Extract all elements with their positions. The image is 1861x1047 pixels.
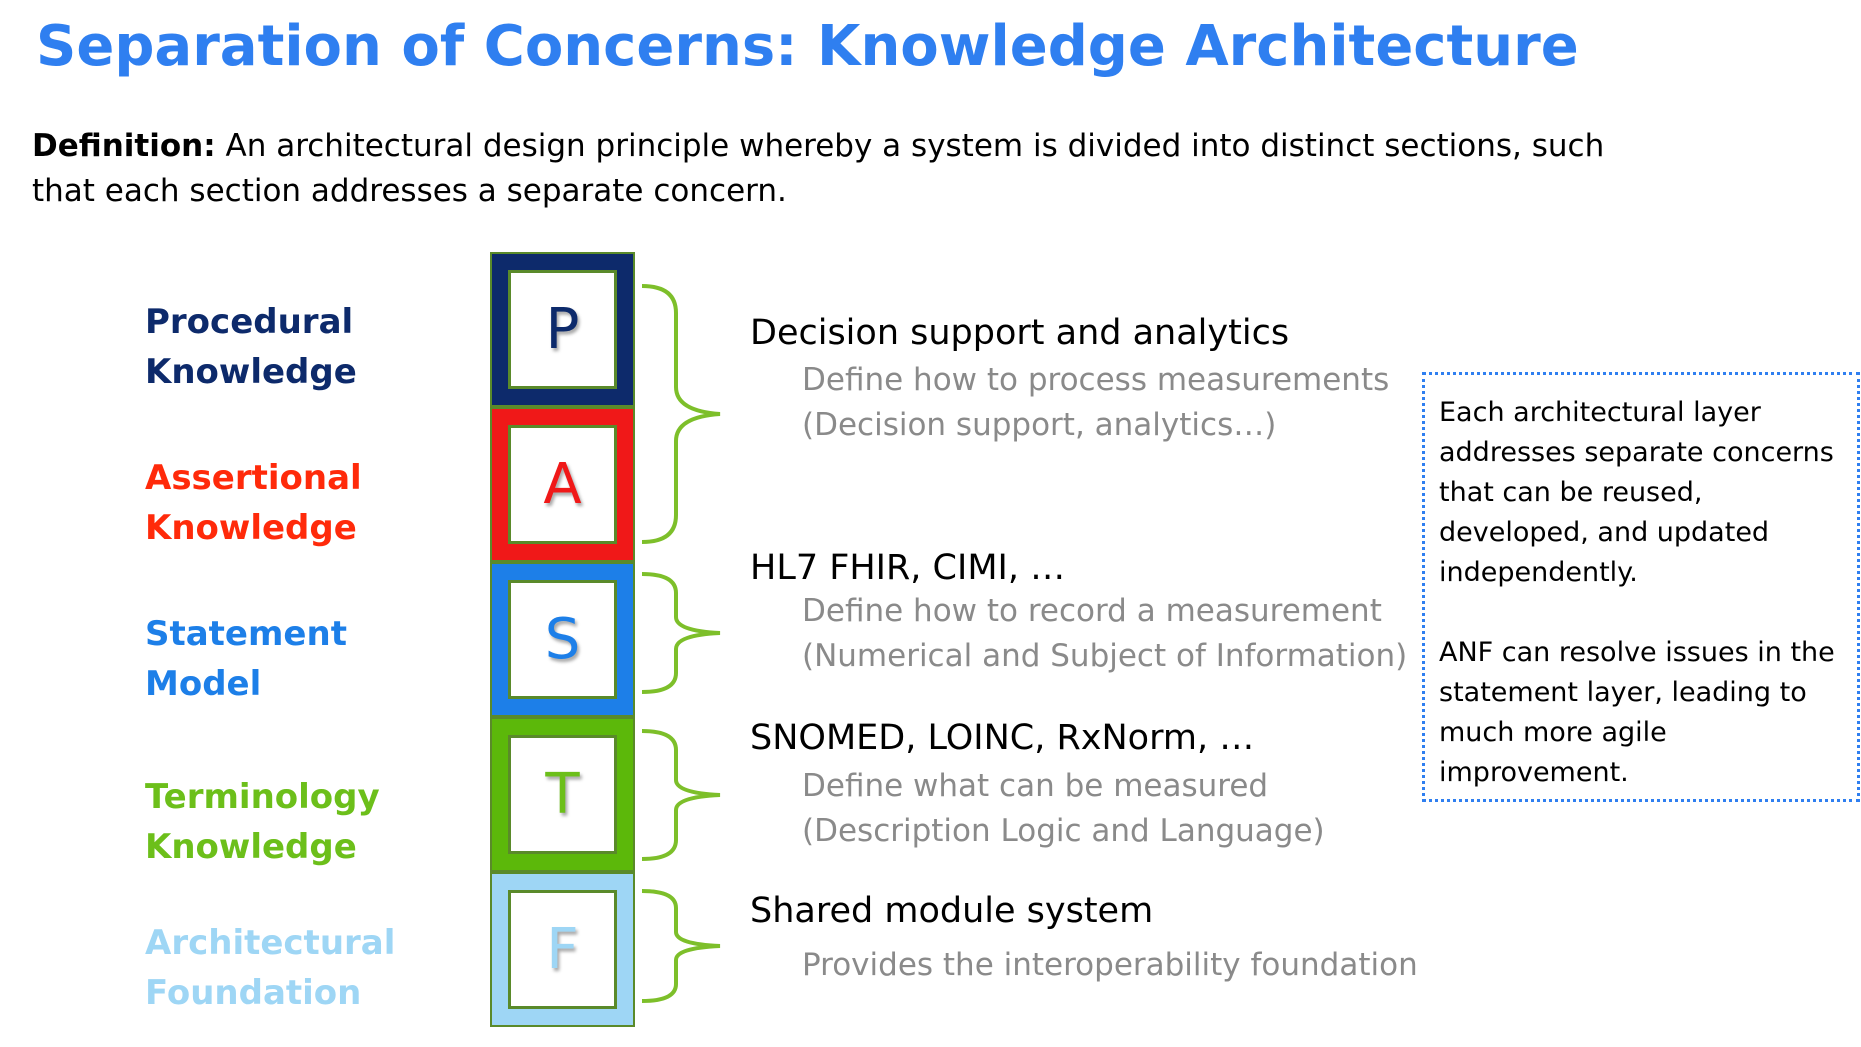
layer-letter-t: T — [508, 735, 617, 854]
layer-letter-f: F — [508, 890, 617, 1009]
description-line: (Description Logic and Language) — [802, 813, 1325, 849]
brace-icon — [641, 729, 721, 861]
definition: Definition: An architectural design prin… — [32, 124, 1672, 214]
layer-label-line1: Statement — [145, 614, 347, 654]
layer-label-procedural: Procedural Knowledge — [145, 297, 357, 397]
layer-letter-s: S — [508, 580, 617, 699]
layer-block-p: P — [490, 252, 635, 407]
layer-label-line2: Knowledge — [145, 508, 357, 548]
layer-label-line1: Architectural — [145, 923, 396, 963]
layer-block-s: S — [490, 562, 635, 717]
layer-label-architectural: Architectural Foundation — [145, 918, 395, 1018]
layer-label-line2: Foundation — [145, 973, 362, 1013]
note-paragraph: Each architectural layer addresses separ… — [1439, 397, 1834, 588]
layer-label-assertional: Assertional Knowledge — [145, 453, 362, 553]
layer-label-line2: Knowledge — [145, 827, 357, 867]
note-box: Each architectural layer addresses separ… — [1422, 372, 1860, 802]
layer-letter-p: P — [508, 270, 617, 389]
description-heading: Shared module system — [750, 891, 1154, 931]
definition-text: An architectural design principle whereb… — [32, 128, 1605, 209]
layer-block-t: T — [490, 717, 635, 872]
description-heading: SNOMED, LOINC, RxNorm, … — [750, 718, 1255, 758]
description-heading: HL7 FHIR, CIMI, … — [750, 548, 1066, 588]
definition-label: Definition: — [32, 128, 216, 164]
layer-label-terminology: Terminology Knowledge — [145, 772, 380, 872]
description-line: Define what can be measured — [802, 768, 1269, 804]
brace-icon — [641, 284, 721, 544]
brace-icon — [641, 572, 721, 694]
layer-letter-a: A — [508, 425, 617, 544]
slide-title: Separation of Concerns: Knowledge Archit… — [36, 14, 1579, 79]
layer-label-line1: Procedural — [145, 302, 354, 342]
layer-block-f: F — [490, 872, 635, 1027]
layer-label-line1: Assertional — [145, 458, 362, 498]
layer-block-a: A — [490, 407, 635, 562]
description-line: (Decision support, analytics…) — [802, 407, 1277, 443]
layer-label-line2: Knowledge — [145, 352, 357, 392]
description-line: Define how to process measurements — [802, 362, 1390, 398]
layer-label-line1: Terminology — [145, 777, 380, 817]
description-line: (Numerical and Subject of Information) — [802, 638, 1408, 674]
description-line: Define how to record a measurement — [802, 593, 1382, 629]
description-heading: Decision support and analytics — [750, 313, 1290, 353]
description-line: Provides the interoperability foundation — [802, 947, 1418, 983]
brace-icon — [641, 889, 721, 1003]
layer-label-statement: Statement Model — [145, 609, 347, 709]
note-paragraph: ANF can resolve issues in the statement … — [1439, 637, 1835, 788]
layer-label-line2: Model — [145, 664, 262, 704]
